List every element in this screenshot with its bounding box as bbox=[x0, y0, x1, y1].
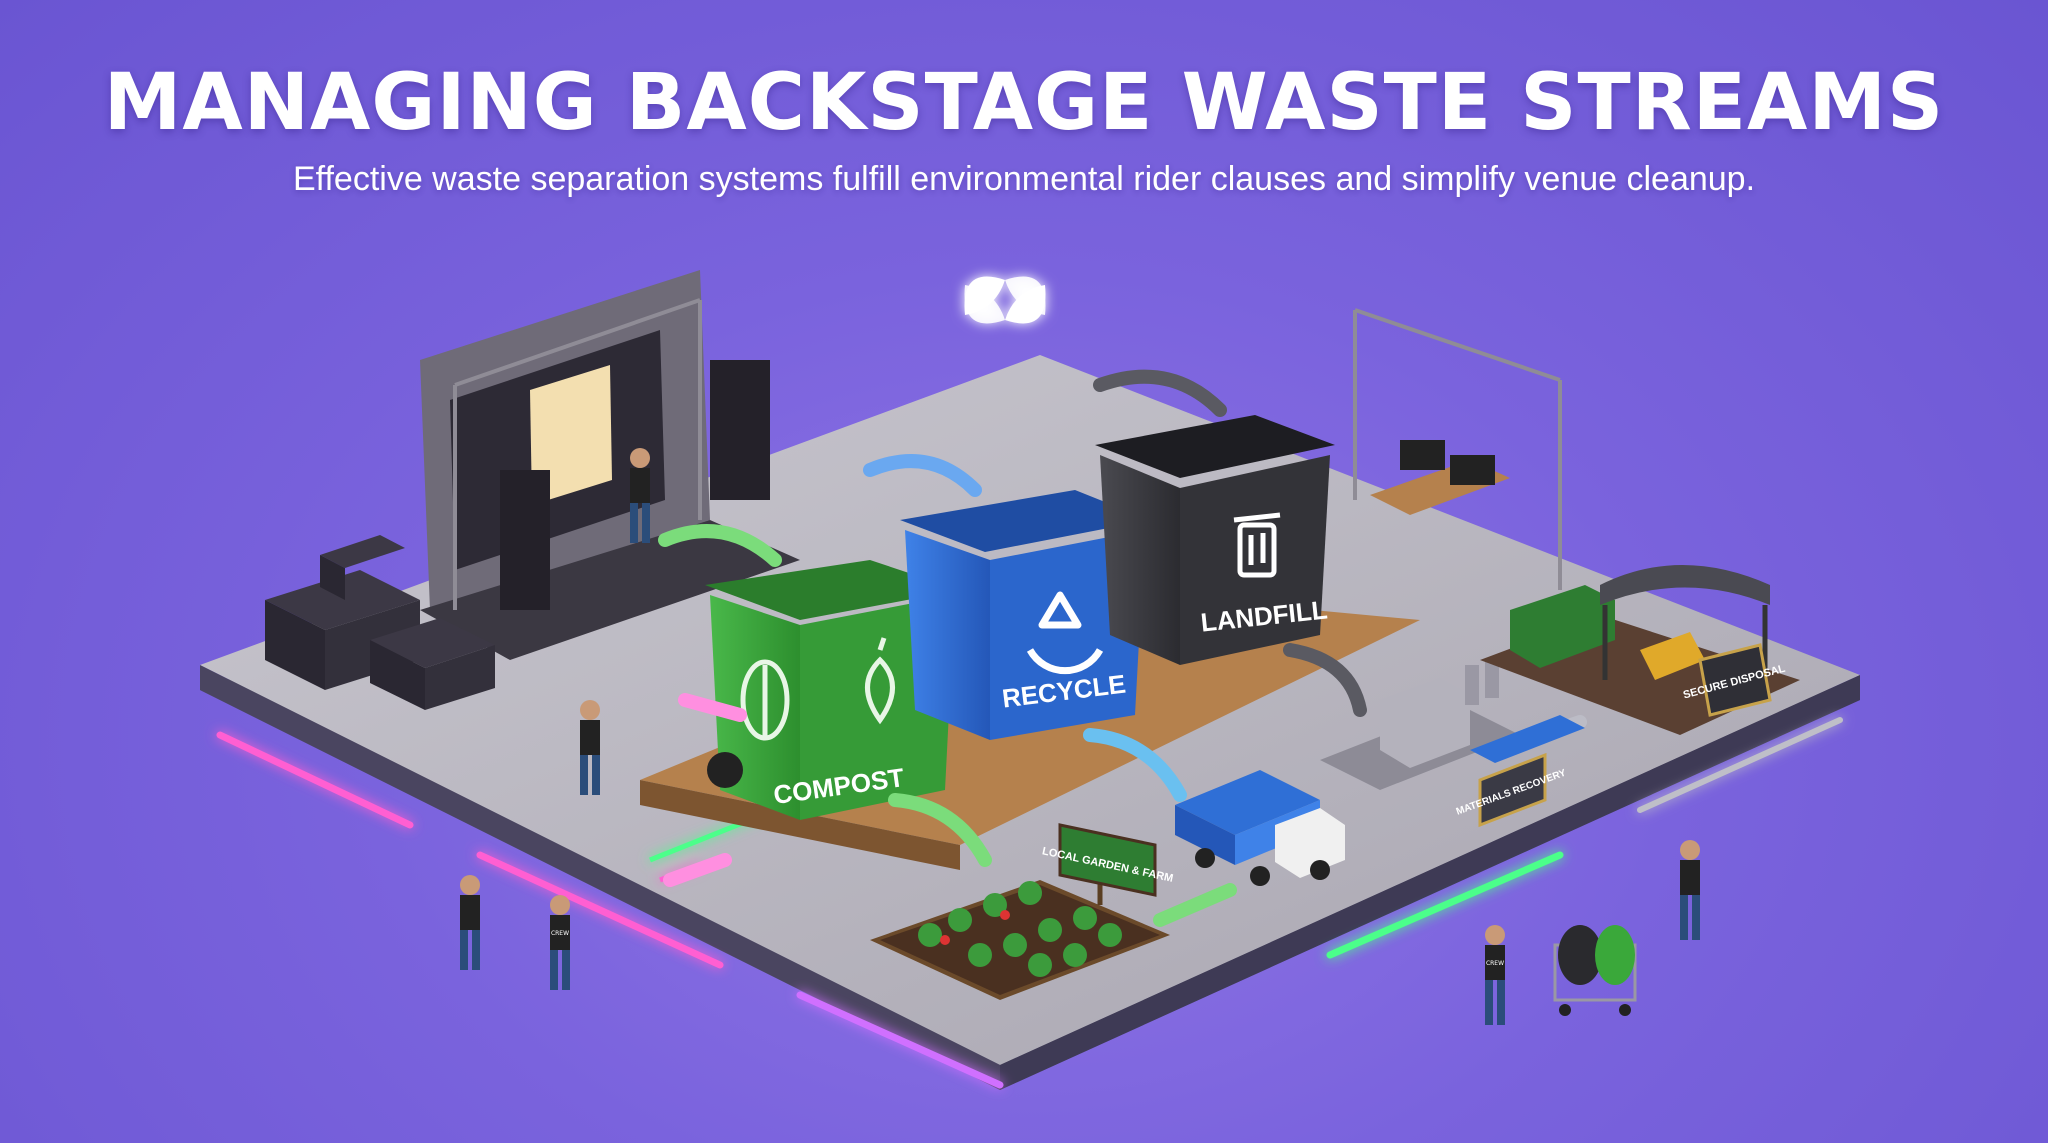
crew-shirt-label: CREW bbox=[1486, 960, 1504, 967]
materials-recovery-facility bbox=[1320, 658, 1585, 790]
road-cases bbox=[265, 535, 495, 710]
leaf-icon bbox=[740, 659, 790, 741]
recycle-bin: RECYCLE bbox=[900, 490, 1150, 740]
crew-member bbox=[460, 875, 480, 970]
crew-member bbox=[630, 448, 650, 543]
crew-shirt-label: CREW bbox=[551, 930, 569, 937]
crew-member: CREW bbox=[550, 895, 570, 990]
crew-members: CREW CREW bbox=[460, 448, 1700, 1025]
secure-disposal-area: SECURE DISPOSAL bbox=[1480, 565, 1800, 735]
landfill-bin: LANDFILL bbox=[1095, 415, 1335, 665]
recycle-icon bbox=[1026, 591, 1104, 675]
neon-edge-lights bbox=[216, 687, 1843, 1089]
workstation bbox=[1353, 308, 1562, 590]
stage-area bbox=[420, 270, 800, 660]
apple-core-icon bbox=[865, 637, 895, 725]
crew-member bbox=[1680, 840, 1700, 940]
crew-member bbox=[580, 700, 600, 795]
recycling-truck bbox=[1175, 770, 1345, 886]
garden-bed bbox=[870, 880, 1170, 1000]
crew-member: CREW bbox=[1485, 925, 1505, 1025]
trash-cart bbox=[1553, 925, 1637, 1016]
sparkle-icon bbox=[964, 276, 1046, 324]
page-title: MANAGING BACKSTAGE WASTE STREAMS bbox=[103, 58, 1945, 148]
trash-can-icon bbox=[1233, 512, 1281, 578]
page-subtitle: Effective waste separation systems fulfi… bbox=[292, 160, 1756, 198]
